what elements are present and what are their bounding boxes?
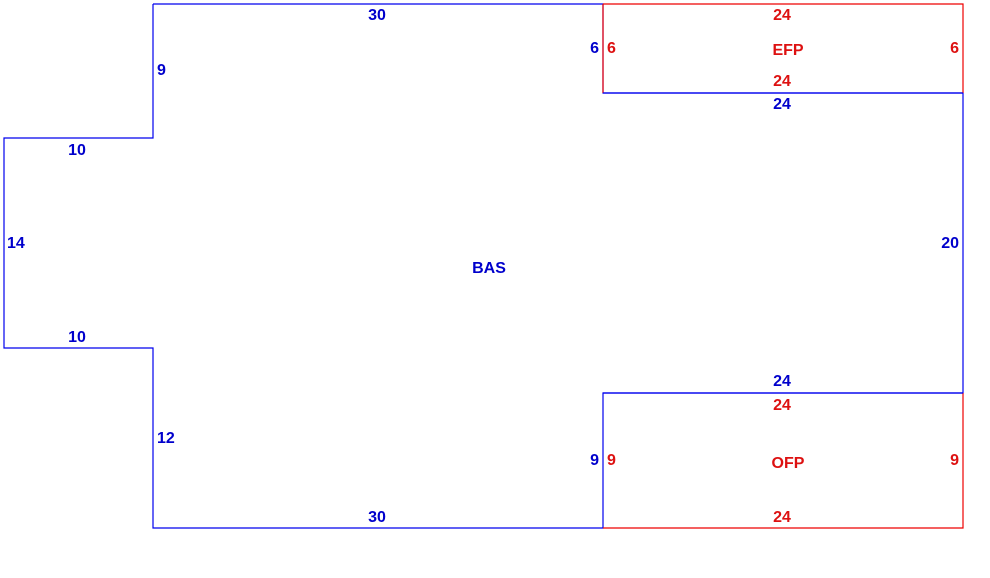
bas-upper-left-side-dim: 9 <box>157 62 166 79</box>
bas-top-dim: 30 <box>368 7 386 24</box>
ofp-outline <box>603 393 964 529</box>
bas-efp-shared-bottom-dim: 24 <box>773 96 791 113</box>
bas-left-dim: 14 <box>7 235 25 252</box>
bas-lower-step-dim: 10 <box>68 329 86 346</box>
efp-right-dim: 6 <box>950 40 959 57</box>
bas-efp-shared-side-dim: 6 <box>590 40 599 57</box>
efp-top-dim: 24 <box>773 7 791 24</box>
ofp-bottom-dim: 24 <box>773 509 791 526</box>
bas-upper-step-dim: 10 <box>68 142 86 159</box>
bas-area-label: BAS <box>472 260 506 277</box>
bas-ofp-shared-top-dim: 24 <box>773 373 791 390</box>
bas-lower-left-side-dim: 12 <box>157 430 175 447</box>
bas-ofp-shared-side-dim: 9 <box>590 452 599 469</box>
ofp-left-dim: 9 <box>607 452 616 469</box>
ofp-right-dim: 9 <box>950 452 959 469</box>
ofp-top-dim: 24 <box>773 397 791 414</box>
bas-right-dim: 20 <box>941 235 959 252</box>
efp-outline <box>603 3 964 93</box>
efp-left-dim: 6 <box>607 40 616 57</box>
efp-area-label: EFP <box>772 42 803 59</box>
ofp-area-label: OFP <box>772 455 805 472</box>
efp-bottom-dim: 24 <box>773 73 791 90</box>
bas-bottom-dim: 30 <box>368 509 386 526</box>
